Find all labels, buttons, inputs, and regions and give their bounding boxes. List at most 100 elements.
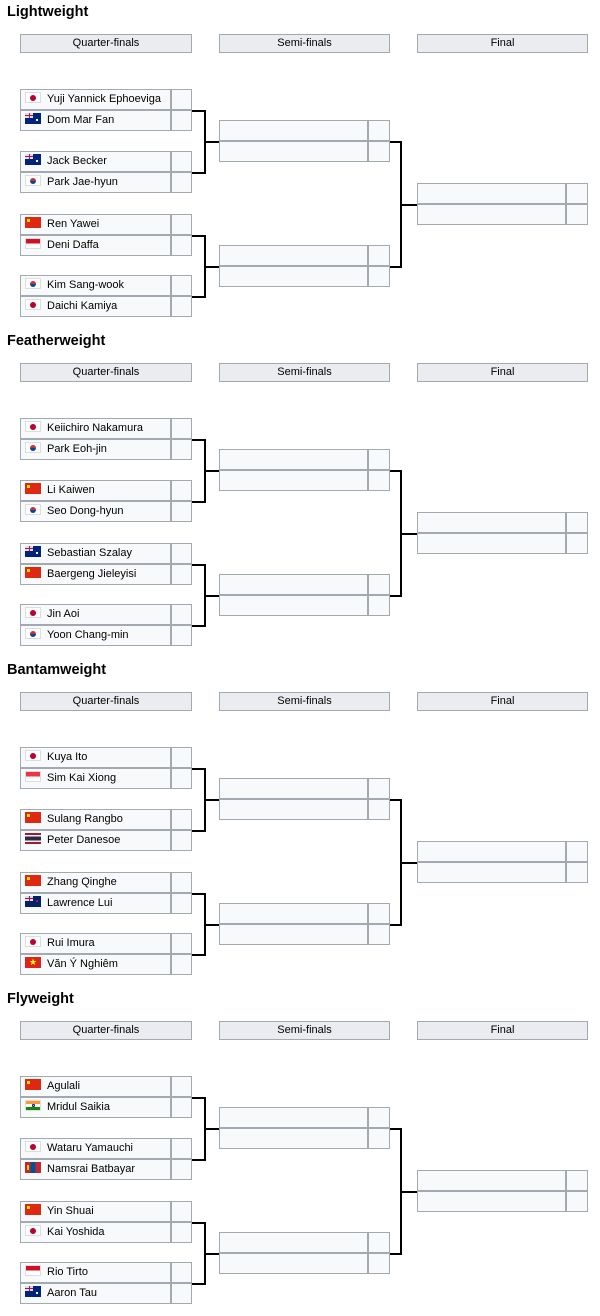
competitor-name: Rui Imura	[47, 937, 95, 949]
score-cell	[171, 296, 192, 317]
flag-china-icon	[25, 1079, 41, 1090]
weight-class-title: Bantamweight	[7, 662, 107, 678]
flag-china-icon	[25, 812, 41, 823]
bracket-line	[390, 1128, 401, 1130]
flag-china-icon	[25, 1204, 41, 1215]
score-cell	[368, 595, 390, 616]
competitor-cell: Yin Shuai	[20, 1201, 171, 1222]
bracket-line	[192, 296, 205, 298]
round-header: Final	[417, 363, 588, 382]
competitor-cell: Ren Yawei	[20, 214, 171, 235]
competitor-name: Jin Aoi	[47, 608, 80, 620]
competitor-cell: Seo Dong-hyun	[20, 501, 171, 522]
flag-newzealand-icon	[25, 896, 41, 907]
score-cell	[171, 480, 192, 501]
bracket-line	[192, 954, 205, 956]
bracket-line	[192, 893, 205, 895]
bracket-line	[400, 204, 417, 206]
score-cell	[171, 1138, 192, 1159]
round-header: Final	[417, 34, 588, 53]
score-cell	[171, 747, 192, 768]
bracket-line	[192, 439, 205, 441]
flag-japan-icon	[25, 750, 41, 761]
bracket-line	[204, 470, 219, 472]
competitor-name: Kim Sang-wook	[47, 279, 125, 291]
bracket-line	[204, 1253, 219, 1255]
competitor-cell: Sim Kai Xiong	[20, 768, 171, 789]
score-cell	[171, 954, 192, 975]
score-cell	[368, 266, 390, 287]
round-header: Final	[417, 1021, 588, 1040]
round-header: Final	[417, 692, 588, 711]
flag-japan-icon	[25, 1225, 41, 1236]
competitor-cell: Mridul Saikia	[20, 1097, 171, 1118]
score-cell	[171, 89, 192, 110]
bracket-line	[192, 1222, 205, 1224]
bracket-line	[204, 799, 219, 801]
competitor-cell: Li Kaiwen	[20, 480, 171, 501]
competitor-cell	[219, 1253, 368, 1274]
competitor-cell: Rui Imura	[20, 933, 171, 954]
competitor-cell: Jin Aoi	[20, 604, 171, 625]
competitor-name: Rio Tirto	[47, 1266, 88, 1278]
competitor-cell: Park Eoh-jin	[20, 439, 171, 460]
competitor-cell	[219, 595, 368, 616]
competitor-cell: Dom Mar Fan	[20, 110, 171, 131]
flag-korea-icon	[25, 175, 41, 186]
score-cell	[368, 120, 390, 141]
score-cell	[171, 933, 192, 954]
score-cell	[171, 172, 192, 193]
competitor-name: Yuji Yannick Ephoeviga	[47, 93, 161, 105]
score-cell	[171, 893, 192, 914]
score-cell	[566, 183, 588, 204]
competitor-cell	[417, 204, 566, 225]
competitor-cell	[219, 1107, 368, 1128]
score-cell	[171, 1097, 192, 1118]
competitor-name: Agulali	[47, 1080, 81, 1092]
flag-australia-icon	[25, 154, 41, 165]
flag-china-icon	[25, 483, 41, 494]
competitor-cell	[219, 903, 368, 924]
score-cell	[566, 512, 588, 533]
score-cell	[368, 449, 390, 470]
competitor-cell	[219, 778, 368, 799]
score-cell	[171, 625, 192, 646]
competitor-name: Zhang Qinghe	[47, 876, 117, 888]
competitor-cell: Kuya Ito	[20, 747, 171, 768]
flag-japan-icon	[25, 936, 41, 947]
competitor-cell	[219, 574, 368, 595]
bracket-line	[192, 235, 205, 237]
score-cell	[171, 872, 192, 893]
competitor-cell: Zhang Qinghe	[20, 872, 171, 893]
competitor-cell: Park Jae-hyun	[20, 172, 171, 193]
round-header: Quarter-finals	[20, 1021, 192, 1040]
bracket-line	[400, 533, 417, 535]
competitor-name: Mridul Saikia	[47, 1101, 110, 1113]
score-cell	[566, 862, 588, 883]
competitor-cell	[219, 266, 368, 287]
bracket-line	[192, 172, 205, 174]
score-cell	[171, 768, 192, 789]
competitor-name: Sim Kai Xiong	[47, 772, 117, 784]
score-cell	[368, 1253, 390, 1274]
competitor-name: Daichi Kamiya	[47, 300, 118, 312]
score-cell	[566, 533, 588, 554]
round-header: Quarter-finals	[20, 34, 192, 53]
competitor-cell	[417, 1170, 566, 1191]
score-cell	[368, 903, 390, 924]
weight-class-title: Featherweight	[7, 333, 106, 349]
score-cell	[368, 574, 390, 595]
round-header: Semi-finals	[219, 363, 390, 382]
score-cell	[171, 1283, 192, 1304]
competitor-name: Lawrence Lui	[47, 897, 113, 909]
competitor-name: Peter Danesoe	[47, 834, 121, 846]
competitor-name: Li Kaiwen	[47, 484, 95, 496]
bracket-line	[390, 595, 401, 597]
score-cell	[368, 1128, 390, 1149]
bracket-line	[390, 266, 401, 268]
competitor-cell	[219, 1128, 368, 1149]
score-cell	[171, 151, 192, 172]
competitor-cell: Văn Ý Nghiêm	[20, 954, 171, 975]
